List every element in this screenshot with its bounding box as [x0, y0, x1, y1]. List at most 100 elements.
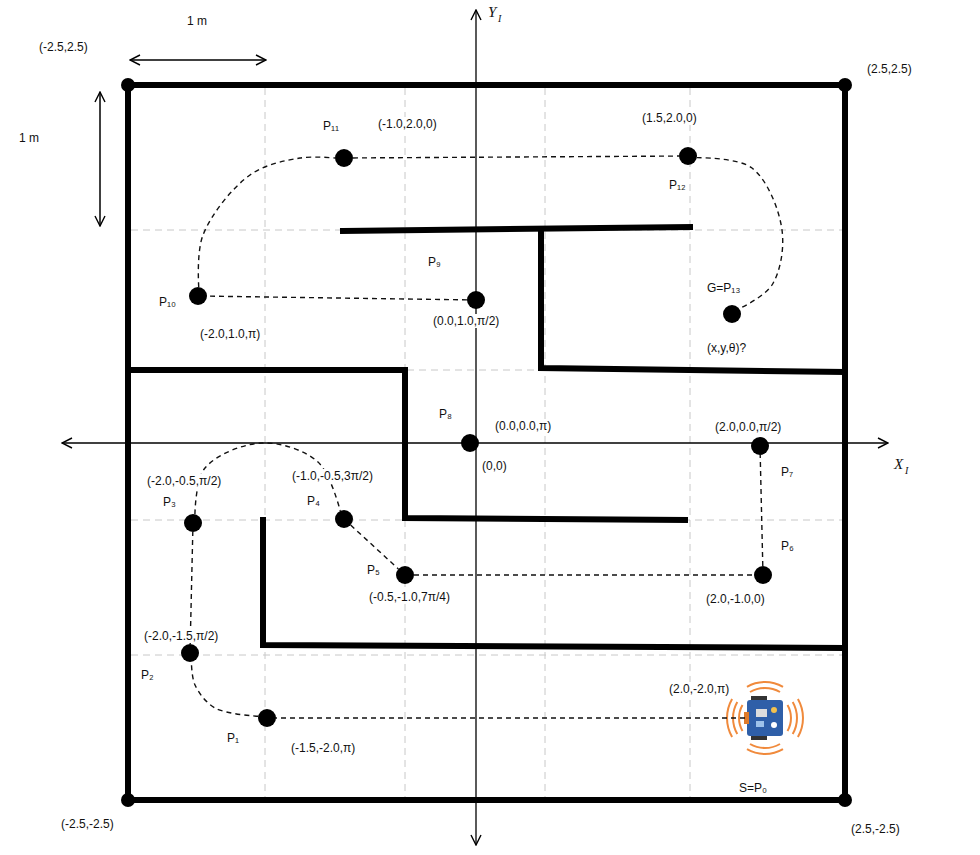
pose-label: (2.0,0.0,π/2) [714, 420, 782, 434]
waypoint-dot: P₈(0.0,0.0,π) [461, 434, 479, 452]
inner-wall [263, 520, 843, 648]
sensor-wave [788, 705, 791, 731]
robot-body [747, 700, 783, 736]
corner-dot [121, 793, 135, 807]
outer-wall [128, 85, 845, 800]
pose-label: (-1.5,-2.0,π) [290, 741, 356, 755]
path-segment [414, 574, 754, 575]
corner-coordinate: (2.5,-2.5) [850, 822, 901, 836]
waypoint-dot: (-2.0,-1.5,π/2)P₂ [181, 644, 199, 662]
sensor-waves [727, 682, 803, 754]
path-segment [191, 662, 258, 716]
y-axis [475, 10, 476, 845]
corner-dot [121, 78, 135, 92]
sensor-wave [747, 682, 783, 687]
path-segment [351, 525, 399, 569]
robot-icon [727, 682, 803, 754]
waypoint-dot: (-1.0,-0.5,3π/2)P₄ [335, 510, 353, 528]
sensor-wave [747, 749, 783, 754]
corner-coordinate: (-2.5,-2.5) [60, 817, 115, 831]
waypoint-dot: G=P₁₃(x,y,θ)? [723, 305, 741, 323]
path-segment [195, 443, 340, 514]
path-segment [353, 156, 679, 158]
path-segment [207, 296, 467, 300]
pose-label: (2.0,-1.0,0) [705, 592, 766, 606]
path-segment [760, 455, 763, 566]
point-label: S=P₀ [738, 781, 768, 795]
pose-label: (-2.0,-0.5,π/2) [146, 474, 222, 488]
path-segment [276, 717, 745, 718]
point-label: P₄ [306, 494, 321, 508]
point-label: P₁ [226, 731, 240, 745]
point-label: P₂ [140, 668, 155, 682]
sensor-wave [793, 702, 797, 734]
path-segment [697, 158, 783, 309]
sensor-wave [798, 699, 803, 737]
dimension-label: 1 m [18, 131, 40, 145]
point-label: P₁₀ [158, 295, 177, 309]
origin-label: (0,0) [481, 459, 508, 473]
inner-wall [343, 227, 690, 231]
waypoint-dot: (1.5,2.0,0)P₁₂ [679, 147, 697, 165]
pose-label: (-1.0,-0.5,3π/2) [291, 469, 374, 483]
dimension-arrow [99, 92, 101, 226]
corner-dots [121, 78, 852, 807]
point-label: P₈ [438, 407, 453, 421]
axis-subscript: I [497, 13, 502, 24]
grid-line [131, 655, 843, 656]
axes [62, 10, 888, 845]
point-label: G=P₁₃ [706, 281, 741, 295]
path-segment [190, 532, 193, 644]
inner-wall [541, 231, 843, 372]
pose-label: (1.5,2.0,0) [641, 111, 698, 125]
point-label: P₅ [366, 563, 381, 577]
robot-led [771, 722, 777, 728]
sensor-wave [750, 688, 780, 692]
point-label: P₁₁ [322, 119, 340, 133]
sensor-wave [750, 744, 780, 748]
pose-label: (2.0,-2.0,π) [668, 682, 730, 696]
pose-label: (-0.5,-1.0,7π/4) [368, 590, 451, 604]
dimension-arrow [130, 59, 266, 61]
point-label: P₃ [162, 495, 177, 509]
pose-label: (-1.0,2.0,0) [377, 117, 438, 131]
maze-walls [128, 85, 845, 800]
corner-coordinate: (2.5,2.5) [866, 62, 913, 76]
corner-dot [838, 793, 852, 807]
x-axis [62, 442, 888, 443]
waypoint-dot: P₁₀(-2.0,1.0,π) [189, 287, 207, 305]
point-label: P₉ [427, 255, 442, 269]
axis-label: Y [487, 4, 497, 20]
robot-led [771, 707, 777, 713]
pose-label: (-2.0,-1.5,π/2) [143, 629, 219, 643]
pose-label: (-2.0,1.0,π) [199, 327, 261, 341]
dimension-label: 1 m [186, 14, 208, 28]
waypoint-dot: (2.0,0.0,π/2)P₇ [751, 437, 769, 455]
robot-chip [756, 721, 764, 727]
point-label: P₆ [780, 539, 795, 553]
pose-label: (x,y,θ)? [706, 341, 747, 355]
corner-coordinate: (-2.5,2.5) [38, 40, 89, 54]
pose-label: (0.0,1.0,π/2) [432, 314, 500, 328]
corner-dot [838, 78, 852, 92]
waypoint-dot: P₉(0.0,1.0,π/2) [467, 291, 485, 309]
waypoint-dot: P₁₁(-1.0,2.0,0) [335, 149, 353, 167]
robot-start-box: (2.0,-2.0,π)S=P₀ [745, 698, 785, 738]
axis-label: X [893, 456, 904, 472]
waypoint-dot: P₅(-0.5,-1.0,7π/4) [396, 566, 414, 584]
point-label: P₇ [780, 465, 794, 479]
path-segment [198, 157, 335, 287]
point-label: P₁₂ [668, 178, 687, 192]
waypoint-dot: P₆(2.0,-1.0,0) [754, 566, 772, 584]
axis-subscript: I [904, 465, 909, 476]
waypoint-dot: P₁(-1.5,-2.0,π) [258, 709, 276, 727]
inner-wall [128, 370, 685, 520]
robot-chip [756, 709, 767, 717]
pose-label: (0.0,0.0,π) [494, 419, 552, 433]
waypoint-dot: (-2.0,-0.5,π/2)P₃ [184, 514, 202, 532]
